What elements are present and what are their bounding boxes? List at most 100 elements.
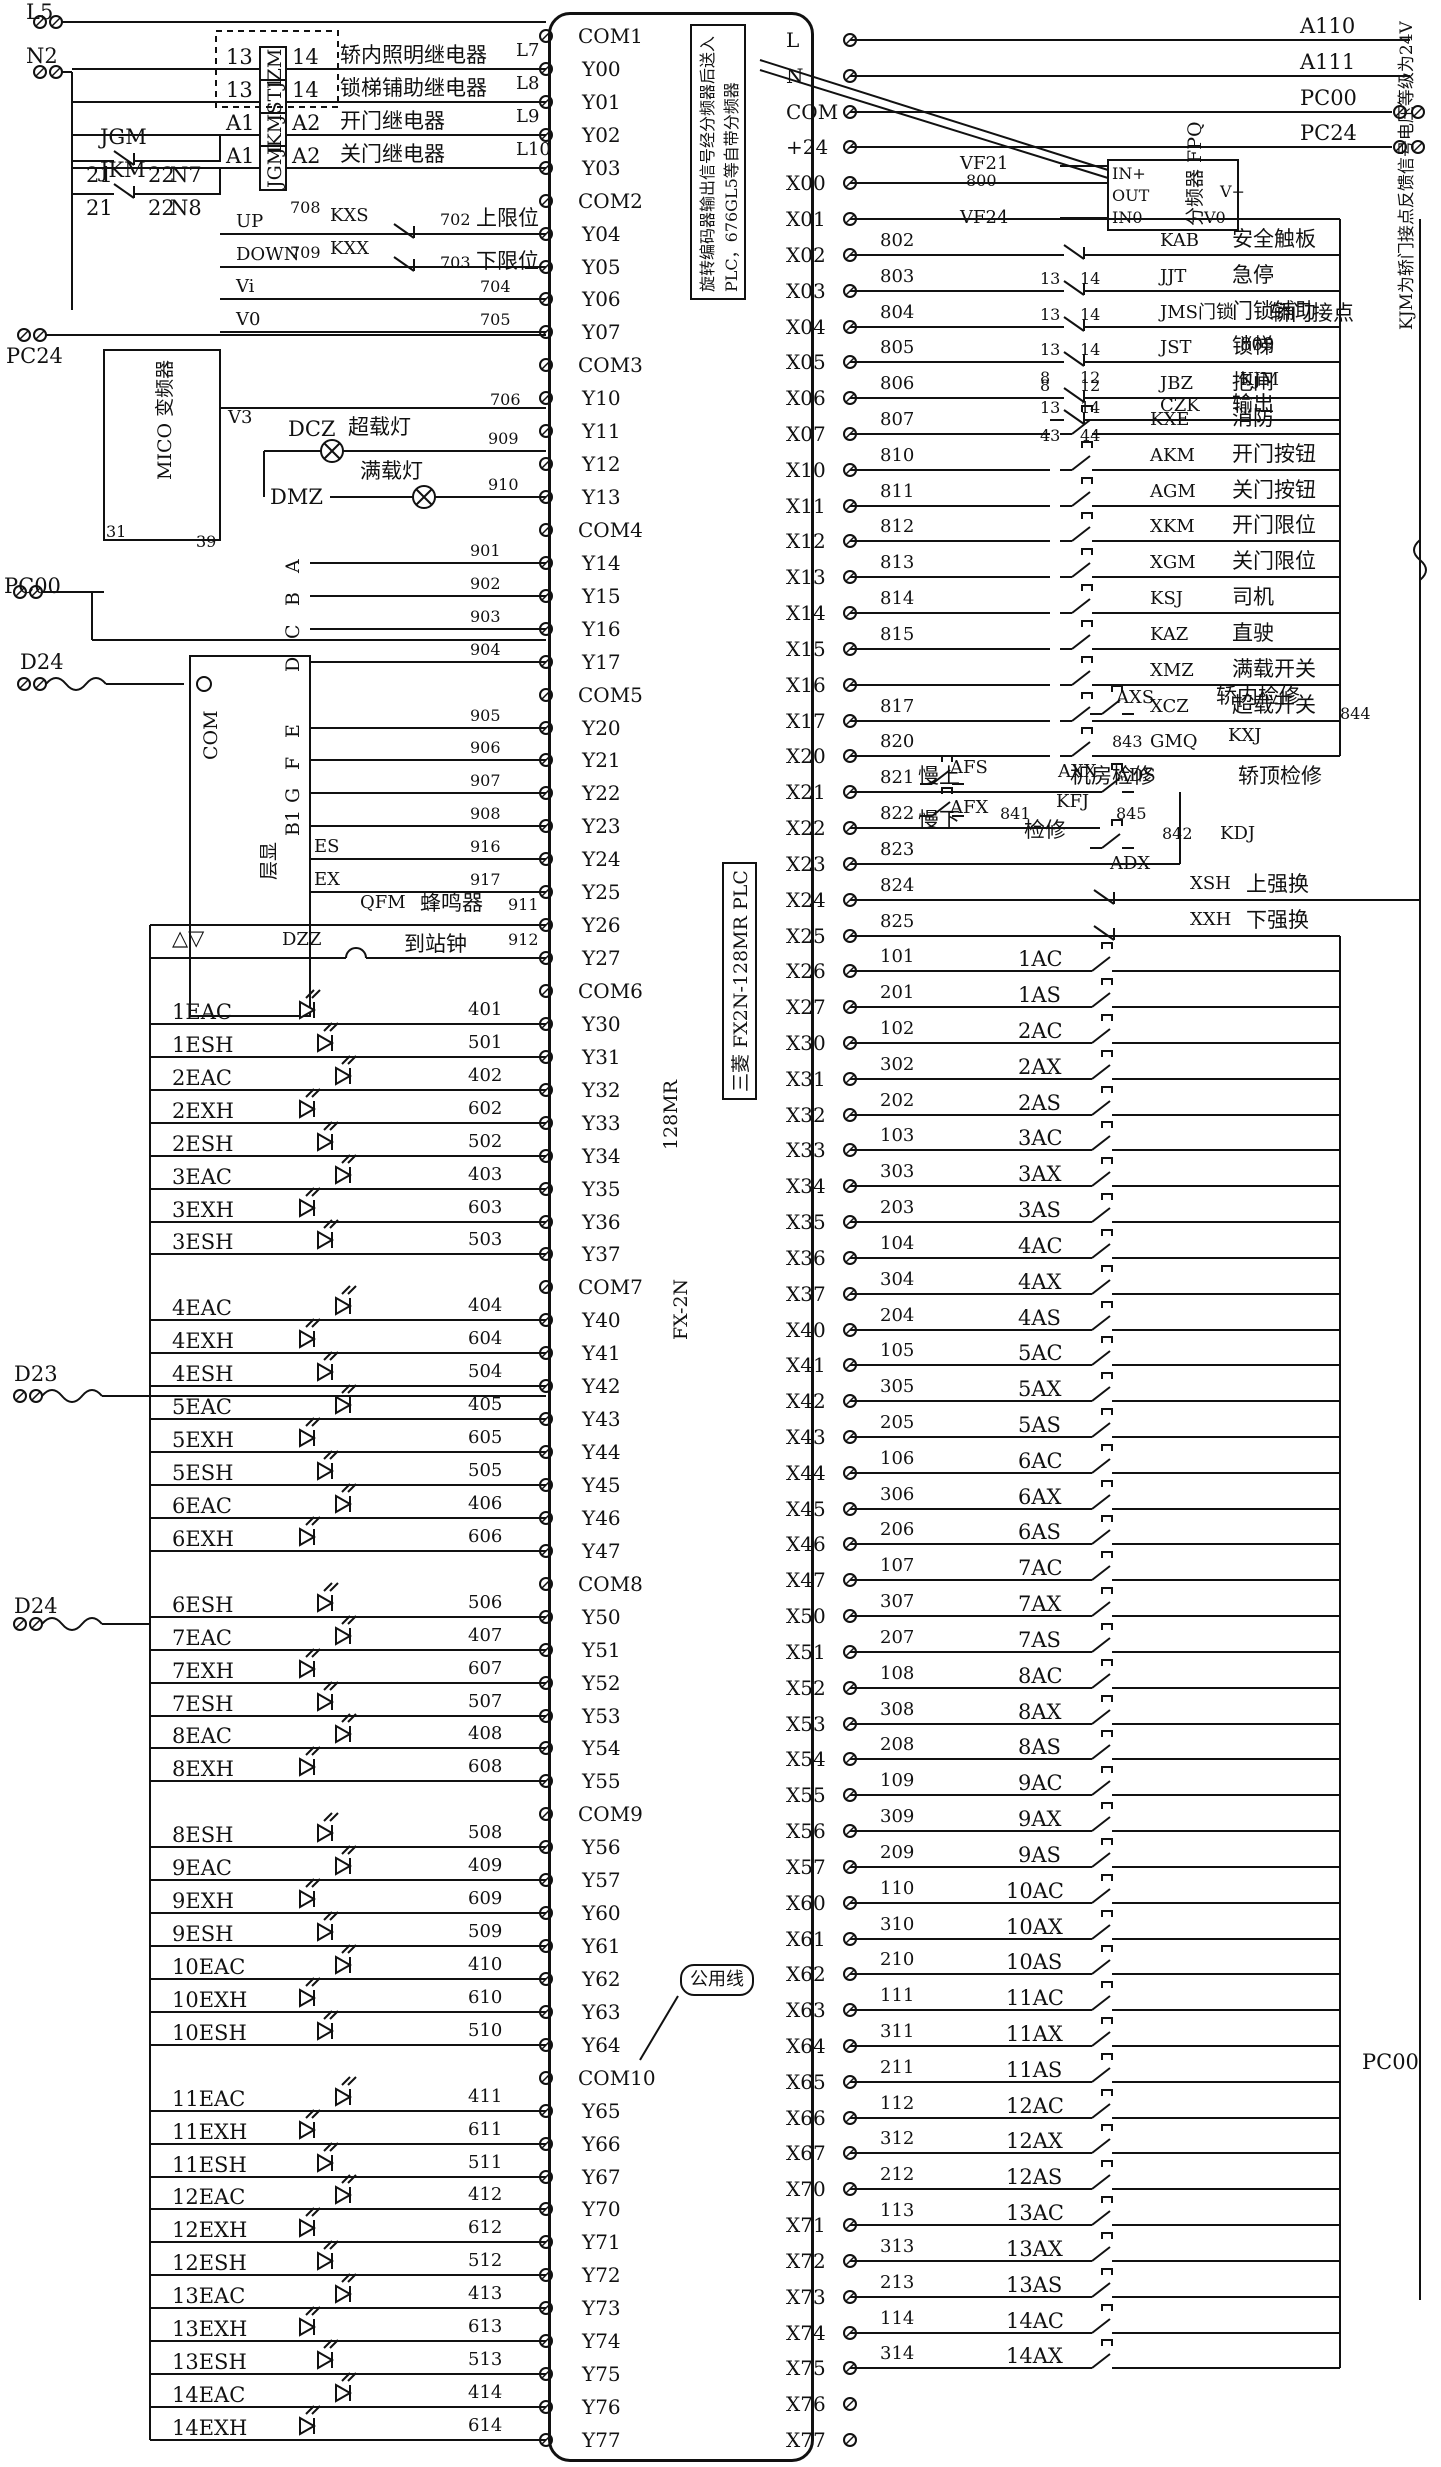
input-contact-3-blade <box>1063 351 1085 367</box>
input-button-9-head <box>1081 512 1093 519</box>
plc-terminal-y37: Y37 <box>582 1242 621 1266</box>
plc-terminal-com2: COM2 <box>578 189 643 213</box>
plc-terminal-x13: X13 <box>786 565 826 589</box>
display-wire-no-4: 905 <box>470 706 501 725</box>
indicator-9exh: 9EXH <box>172 1889 234 1913</box>
indicator-led-13esh-ray <box>323 2339 333 2349</box>
input-device-xkm: XKM <box>1150 516 1195 537</box>
divider-v0: V0 <box>1204 208 1226 227</box>
note-pointer <box>759 59 1109 171</box>
plc-terminal-y45: Y45 <box>582 1473 621 1497</box>
plc-terminal-x54: X54 <box>786 1747 826 1771</box>
call-button-10as: 10AS <box>1006 1950 1063 1974</box>
indicator-wire-no-13: 505 <box>468 1460 503 1481</box>
wire-800: 800 <box>966 171 997 190</box>
input-contact-2-blade <box>1063 316 1085 332</box>
call-button-3as: 3AS <box>1018 1198 1061 1222</box>
indicator-3esh: 3ESH <box>172 1230 234 1254</box>
inverter-v3: V3 <box>228 407 253 428</box>
indicator-led-2exh-ray <box>311 1088 321 1098</box>
plc-terminal-y02: Y02 <box>582 123 621 147</box>
call-button-symbol-31-blade <box>1091 2067 1111 2083</box>
indicator-wire-no-35: 413 <box>468 2283 503 2304</box>
plc-terminal-y33: Y33 <box>582 1111 621 1135</box>
input-wire-no-7: 810 <box>880 445 915 466</box>
interlock-pin-2: 22 <box>148 163 175 187</box>
lamp-dmz-label: DMZ <box>270 485 323 509</box>
call-button-symbol-35-blade <box>1091 2210 1111 2226</box>
plc-terminal-x65: X65 <box>786 2070 826 2094</box>
plc-terminal-x11: X11 <box>786 494 826 518</box>
kdj-label: KDJ <box>1220 823 1256 844</box>
interlock-contact-blade <box>113 183 135 199</box>
indicator-led-6exh-ray <box>311 1516 321 1526</box>
limit-kxs: KXS <box>330 205 369 226</box>
plc-terminal-y05: Y05 <box>582 255 621 279</box>
indicator-led-1esh-diode <box>317 1033 335 1053</box>
plc-terminal-y52: Y52 <box>582 1671 621 1695</box>
input-desc-7: 开门按钮 <box>1232 442 1316 466</box>
indicator-led-4eac-ray <box>347 1285 357 1295</box>
call-button-8as: 8AS <box>1018 1735 1061 1759</box>
input-device-akm: AKM <box>1150 445 1195 466</box>
input-button-13-blade <box>1071 670 1091 686</box>
indicator-led-6eac-ray <box>341 1483 351 1493</box>
chime-desc: 到站钟 <box>404 932 467 956</box>
call-wire-no-20: 108 <box>880 1663 915 1684</box>
call-button-symbol-5-head <box>1101 1121 1113 1128</box>
input-button-9-blade <box>1071 526 1091 542</box>
interlock-node: N8 <box>170 196 202 220</box>
input-wire-no-1: 803 <box>880 266 915 287</box>
call-button-12ax: 12AX <box>1006 2129 1063 2153</box>
call-button-symbol-13-blade <box>1091 1422 1111 1438</box>
indicator-wire-no-10: 504 <box>468 1361 503 1382</box>
divider-title: 分频器 FPQ <box>1184 121 1206 226</box>
plc-terminal-y55: Y55 <box>582 1769 621 1793</box>
rail-label-n2: N2 <box>26 44 58 68</box>
indicator-wire-no-11: 405 <box>468 1394 503 1415</box>
afs-label: AFS <box>950 757 988 778</box>
input-wire-no-15: 820 <box>880 731 915 752</box>
plc-terminal-y73: Y73 <box>582 2296 621 2320</box>
indicator-led-5esh-ray <box>323 1450 333 1460</box>
relay-pin-b: A2 <box>292 111 321 135</box>
call-button-symbol-23-blade <box>1091 1780 1111 1796</box>
input-device-xmz: XMZ <box>1150 660 1194 681</box>
indicator-wire-no-23: 409 <box>468 1855 503 1876</box>
indicator-led-2esh-ray <box>323 1121 333 1131</box>
plc-terminal-y67: Y67 <box>582 2165 621 2189</box>
indicator-led-8exh-ray <box>311 1746 321 1756</box>
call-wire-no-38: 114 <box>880 2308 915 2329</box>
plc-terminal-x24: X24 <box>786 888 826 912</box>
call-button-symbol-20-head <box>1101 1659 1113 1666</box>
indicator-led-6esh-diode <box>317 1593 335 1613</box>
call-wire-no-37: 213 <box>880 2272 915 2293</box>
indicator-wire-no-2: 402 <box>468 1065 503 1086</box>
plc-terminal-com10: COM10 <box>578 2066 656 2090</box>
call-wire-no-15: 306 <box>880 1484 915 1505</box>
wire-709: 709 <box>290 243 321 262</box>
plc-terminal-y35: Y35 <box>582 1177 621 1201</box>
call-button-symbol-4-head <box>1101 1086 1113 1093</box>
call-button-3ax: 3AX <box>1018 1162 1062 1186</box>
display-wire-no-3: 904 <box>470 640 501 659</box>
indicator-wire-no-21: 608 <box>468 1756 503 1777</box>
indicator-wire-no-36: 613 <box>468 2316 503 2337</box>
call-button-symbol-18-head <box>1101 1587 1113 1594</box>
car-inspection: 轿内检修 <box>1216 684 1300 708</box>
indicator-led-10esh-ray <box>329 2010 339 2020</box>
relay-pin-b: 14 <box>292 45 319 69</box>
afx-label: AFX <box>950 797 989 818</box>
limit-up-contact-blade <box>393 223 415 239</box>
indicator-wire-no-27: 610 <box>468 1987 503 2008</box>
wire-703: 703 <box>440 253 471 272</box>
input-pin-c-3: 8 <box>1040 368 1051 387</box>
plc-terminal-x04: X04 <box>786 315 826 339</box>
interlock-contact-blade <box>113 150 135 166</box>
xxh-contact-blade <box>1093 925 1115 941</box>
axx-label: AXX <box>1058 761 1097 782</box>
plc-terminal-x73: X73 <box>786 2285 826 2309</box>
call-button-symbol-37-blade <box>1091 2282 1111 2298</box>
interlock-wire <box>150 134 228 162</box>
plc-terminal-y25: Y25 <box>582 880 621 904</box>
